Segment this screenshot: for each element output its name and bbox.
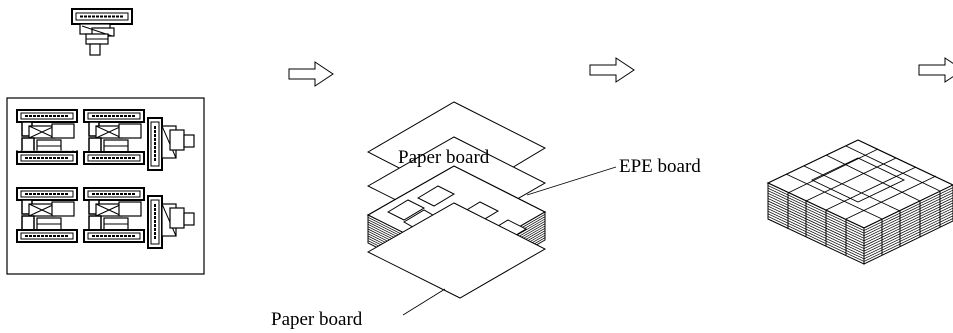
right-arrow-icon [590,58,634,82]
exploded-stack-diagram: Paper board EPE board Paper board [271,102,701,330]
right-arrow-icon [289,62,333,86]
label-top-paper-board: Paper board [398,147,490,168]
nesting-layout-sheet [7,98,204,274]
label-epe-board: EPE board [619,156,701,177]
packed-block-diagram [768,140,953,264]
single-part-icon [72,9,132,55]
bottom-paper-leader-line [403,289,445,315]
right-arrow-icon [919,58,953,82]
label-bottom-paper-board: Paper board [271,309,363,330]
